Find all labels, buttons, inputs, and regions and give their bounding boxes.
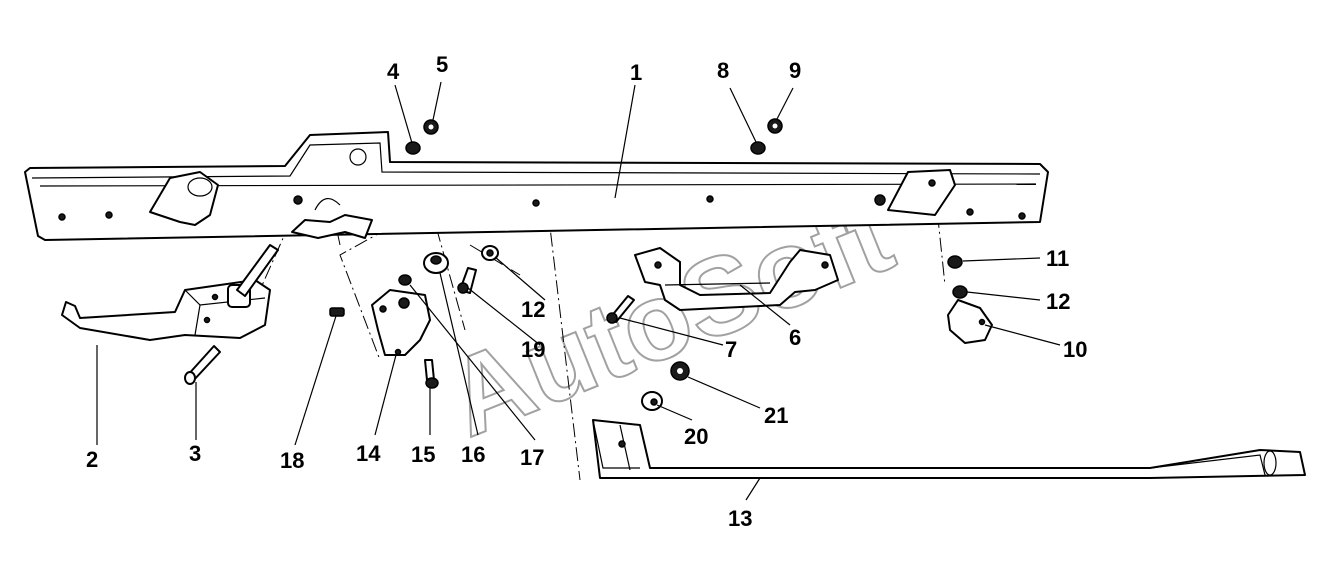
- callout-21: 21: [764, 403, 788, 428]
- callout-18: 18: [280, 448, 304, 473]
- callout-12-right: 12: [1046, 289, 1070, 314]
- part-5-nut: [423, 119, 439, 135]
- callout-20: 20: [684, 424, 708, 449]
- callout-11: 11: [1046, 246, 1069, 271]
- part-14-bracket: [371, 289, 431, 356]
- callout-5: 5: [436, 52, 448, 77]
- callout-15: 15: [411, 442, 435, 467]
- part-19-bolt: [457, 267, 477, 294]
- part-3-bolt: [184, 345, 221, 385]
- callout-4: 4: [387, 59, 400, 84]
- callout-8: 8: [717, 58, 729, 83]
- callout-7: 7: [725, 337, 737, 362]
- leader-lines: [96, 81, 1061, 501]
- part-18-pin: [329, 307, 345, 317]
- callout-6: 6: [789, 325, 801, 350]
- part-15-screw: [424, 359, 439, 389]
- callout-1: 1: [630, 60, 642, 85]
- part-16-bushing: [423, 252, 449, 274]
- part-13-lower-bar: [592, 419, 1306, 479]
- part-20-washer: [641, 391, 663, 411]
- callout-10: 10: [1063, 337, 1087, 362]
- part-9-nut: [767, 118, 783, 134]
- part-4-washer: [405, 141, 421, 155]
- callout-19: 19: [521, 337, 545, 362]
- callout-13: 13: [728, 506, 752, 531]
- callout-12-left: 12: [521, 297, 545, 322]
- part-21-nut: [670, 361, 690, 381]
- part-1-main-rail: [24, 131, 1049, 241]
- part-11-spring: [947, 255, 963, 269]
- callout-labels: 1 2 3 4 5 6 7 8 9 10 11 12 12 13 14 15 1…: [86, 52, 1087, 531]
- callout-16: 16: [461, 442, 485, 467]
- part-17-nut: [398, 274, 412, 286]
- callout-3: 3: [189, 441, 201, 466]
- callout-17: 17: [520, 445, 544, 470]
- part-2-lever: [61, 244, 279, 341]
- part-12-washer-right: [952, 285, 968, 299]
- part-8-washer: [750, 141, 766, 155]
- callout-14: 14: [356, 441, 381, 466]
- part-6-handle: [634, 247, 839, 311]
- part-12-washer-left: [481, 245, 499, 261]
- part-10-knob: [947, 299, 993, 344]
- callout-9: 9: [789, 58, 801, 83]
- part-7-screw: [606, 295, 635, 324]
- callout-2: 2: [86, 447, 98, 472]
